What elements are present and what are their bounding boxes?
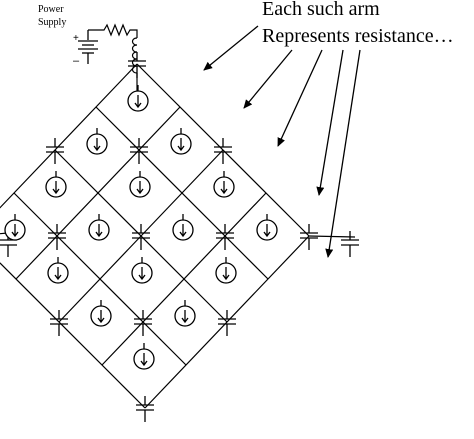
lattice-wire	[308, 235, 356, 238]
current-source-symbol	[133, 343, 155, 370]
current-source-symbol	[215, 257, 237, 284]
annotation-line-2: Represents resistance…	[262, 25, 454, 47]
current-source-symbol	[213, 171, 235, 198]
arrow-1	[203, 25, 259, 71]
capacitor-symbol	[50, 310, 68, 336]
power-supply-label: Power	[38, 4, 64, 15]
current-source-symbol	[172, 214, 194, 241]
current-source-symbol	[127, 85, 149, 112]
current-source-symbol	[174, 300, 196, 327]
capacitor-symbol	[136, 396, 154, 422]
current-source-symbol	[129, 171, 151, 198]
current-source-symbol	[88, 214, 110, 241]
resistor-lattice	[0, 63, 356, 409]
current-source-symbol	[170, 128, 192, 155]
battery-symbol	[78, 30, 98, 64]
lattice-wire	[0, 232, 9, 235]
lattice-wire	[0, 63, 138, 209]
annotation-line-1: Each such arm	[262, 0, 380, 20]
capacitor-symbol	[128, 52, 146, 78]
current-source-symbol	[131, 257, 153, 284]
lattice-wire	[101, 192, 267, 366]
minus-terminal: –	[73, 55, 80, 67]
capacitor-symbol	[216, 224, 234, 250]
capacitor-symbol	[46, 138, 64, 164]
current-source-symbol	[4, 214, 26, 241]
capacitor-symbol	[214, 138, 232, 164]
arrow-5	[325, 49, 361, 258]
lattice-wire	[144, 235, 310, 409]
current-source-symbol	[256, 214, 278, 241]
lattice-wire	[0, 262, 146, 409]
current-source-symbol	[47, 257, 69, 284]
capacitor-symbol	[218, 310, 236, 336]
lattice-wire	[13, 192, 187, 366]
capacitor-symbol	[134, 310, 152, 336]
resistor-symbol	[88, 23, 138, 38]
annotation-arrows	[203, 25, 361, 258]
current-source-symbol	[86, 128, 108, 155]
capacitor-symbol	[132, 224, 150, 250]
capacitor-symbol	[300, 224, 318, 250]
arrow-2	[243, 49, 293, 109]
arrow-4	[316, 49, 344, 196]
arrow-3	[277, 49, 323, 147]
capacitor-symbol	[48, 224, 66, 250]
current-source-symbol	[45, 171, 67, 198]
capacitor-symbol	[341, 231, 359, 257]
power-supply-label-line2: Supply	[38, 17, 67, 28]
plus-terminal: +	[73, 33, 79, 44]
lattice-wire	[54, 149, 228, 323]
lattice-components	[0, 52, 359, 422]
current-source-symbol	[90, 300, 112, 327]
capacitor-symbol	[130, 138, 148, 164]
